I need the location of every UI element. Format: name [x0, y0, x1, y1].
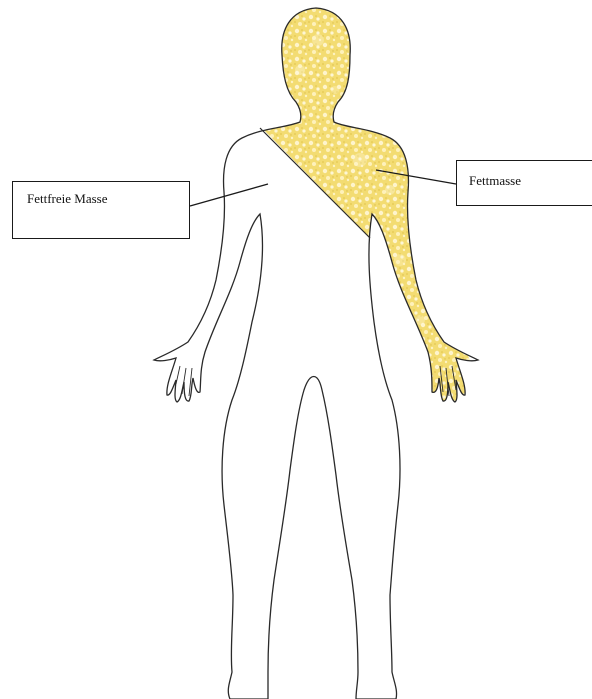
lean-mass-label: Fettfreie Masse	[12, 181, 190, 239]
fat-mass-label: Fettmasse	[456, 160, 592, 206]
fat-mass-label-text: Fettmasse	[469, 173, 521, 188]
lean-mass-label-text: Fettfreie Masse	[27, 191, 108, 206]
